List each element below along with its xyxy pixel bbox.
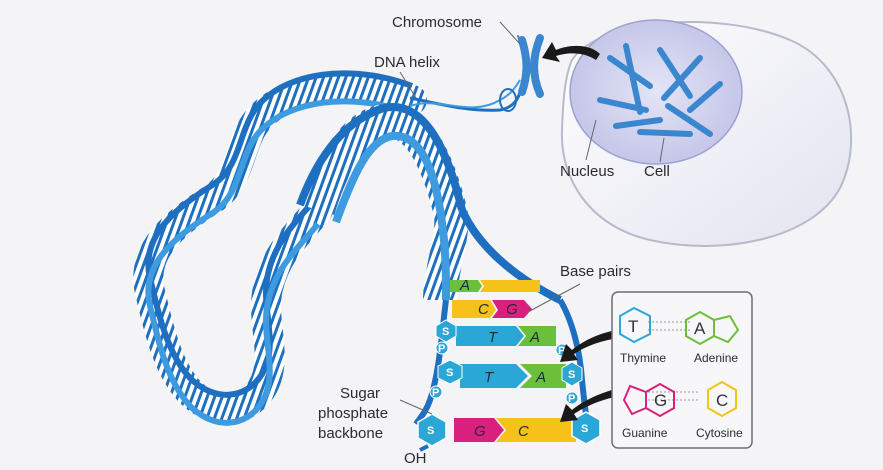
svg-text:S: S xyxy=(427,425,434,437)
rung-1: C G xyxy=(452,300,532,318)
sugar-label-2: phosphate xyxy=(318,405,388,422)
svg-text:G: G xyxy=(654,391,667,410)
svg-text:T: T xyxy=(484,369,495,386)
svg-text:A: A xyxy=(535,369,546,386)
coil-strand-inner xyxy=(145,98,414,426)
sugar-node: S xyxy=(417,413,447,447)
svg-text:Guanine: Guanine xyxy=(622,426,668,440)
base-legend: T Thymine A Adenine G Guanine C Cytosine xyxy=(611,291,753,449)
sugar-node: S xyxy=(571,411,601,445)
sugar-node: S xyxy=(561,361,583,387)
svg-text:P: P xyxy=(438,343,445,355)
thin-helix-b xyxy=(409,79,521,109)
sugar-label-1: Sugar xyxy=(340,385,380,402)
nucleus xyxy=(569,19,743,165)
oh-bond xyxy=(419,444,429,452)
svg-text:C: C xyxy=(518,423,529,440)
guanine-item: G Guanine xyxy=(622,382,675,440)
chromosome xyxy=(517,34,544,98)
nucleus-chromosomes xyxy=(597,43,723,137)
chromosome-label: Chromosome xyxy=(392,14,482,31)
nucleus-label: Nucleus xyxy=(560,163,614,180)
svg-text:S: S xyxy=(442,326,449,338)
phosphate-node: P xyxy=(435,341,449,355)
phosphate-node: P xyxy=(565,391,579,405)
svg-text:C: C xyxy=(716,391,728,410)
cell-label: Cell xyxy=(644,163,670,180)
sugar-label-3: backbone xyxy=(318,425,383,442)
svg-text:S: S xyxy=(446,367,453,379)
svg-text:S: S xyxy=(581,423,588,435)
svg-text:Thymine: Thymine xyxy=(620,351,666,365)
front-strand-3 xyxy=(458,208,562,304)
sugar-node: S xyxy=(437,359,463,385)
svg-text:Adenine: Adenine xyxy=(694,351,738,365)
leader-lines xyxy=(399,21,665,415)
adenine-item: A Adenine xyxy=(685,310,740,365)
front-strand-2 xyxy=(332,131,450,301)
svg-text:P: P xyxy=(568,393,575,405)
svg-text:A: A xyxy=(694,319,706,338)
oh-label: OH xyxy=(404,450,427,467)
svg-text:Cytosine: Cytosine xyxy=(696,426,743,440)
left-backbone xyxy=(413,299,449,426)
rung-3: T A xyxy=(460,364,566,388)
legend-box xyxy=(611,291,753,449)
front-strand-1 xyxy=(296,103,466,211)
dna-coil xyxy=(133,70,522,426)
nucleus-to-chromosome-arrow xyxy=(542,42,600,62)
svg-text:C: C xyxy=(478,301,489,318)
helix-loop xyxy=(499,88,517,112)
cell xyxy=(560,19,853,247)
svg-text:P: P xyxy=(432,387,439,399)
rung-2: T A xyxy=(456,326,556,346)
thymine-item: T Thymine xyxy=(619,306,666,365)
thymine-adenine-arrow xyxy=(560,330,620,362)
guanine-cytosine-arrow xyxy=(560,388,622,422)
svg-text:A: A xyxy=(459,277,470,294)
svg-text:T: T xyxy=(488,329,499,346)
svg-text:A: A xyxy=(529,329,540,346)
svg-text:G: G xyxy=(474,423,486,440)
base-pairs-label: Base pairs xyxy=(560,263,631,280)
svg-text:P: P xyxy=(558,345,565,357)
rung-4: G C xyxy=(454,418,576,442)
thymine-ring xyxy=(619,306,651,344)
svg-text:G: G xyxy=(506,301,518,318)
svg-text:S: S xyxy=(568,369,575,381)
cytosine-ring xyxy=(707,380,737,418)
phosphate-node: P xyxy=(429,385,443,399)
arrows xyxy=(542,42,622,422)
rung-0: A xyxy=(450,277,540,294)
svg-text:T: T xyxy=(628,317,638,336)
cytosine-item: C Cytosine xyxy=(696,380,743,440)
dna-helix-label: DNA helix xyxy=(374,54,440,71)
front-helix xyxy=(296,103,562,304)
sugar-node: S xyxy=(435,319,457,343)
